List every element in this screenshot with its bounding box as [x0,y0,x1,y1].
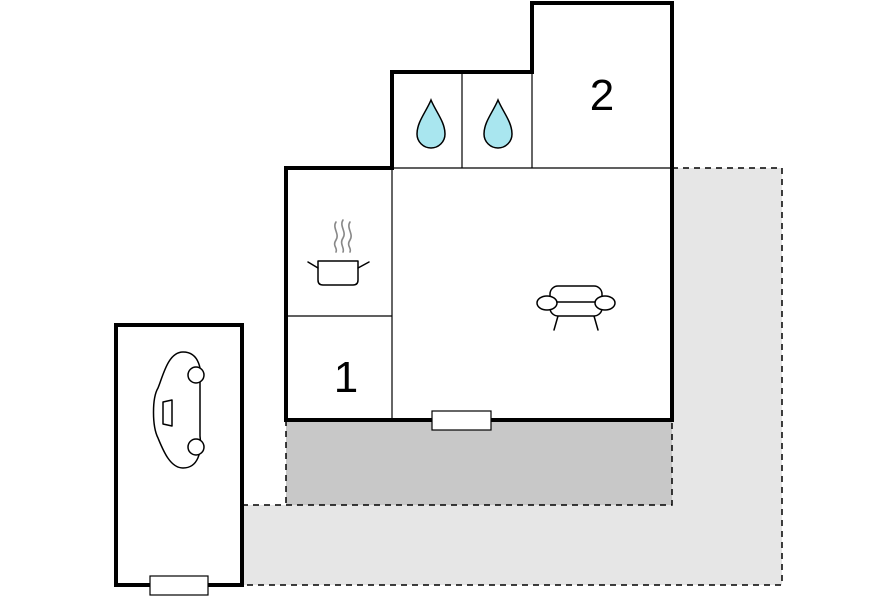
room-label-2: 2 [590,71,614,120]
water-drop-icon [416,98,446,149]
main-door [431,410,492,431]
open-terrace [242,168,782,585]
terrace-boundary-inner [242,420,673,506]
room-label-1: 1 [334,353,358,402]
terrace-boundary [242,167,783,586]
water-drop-icon [483,98,513,149]
house-outline [284,1,674,422]
outdoor-area [242,167,783,586]
sofa-icon [536,285,616,331]
covered-terrace [286,420,672,505]
cooking-pot-icon [307,219,370,286]
interior-walls [286,72,672,420]
garage-door [149,575,209,596]
car-icon [152,351,205,469]
